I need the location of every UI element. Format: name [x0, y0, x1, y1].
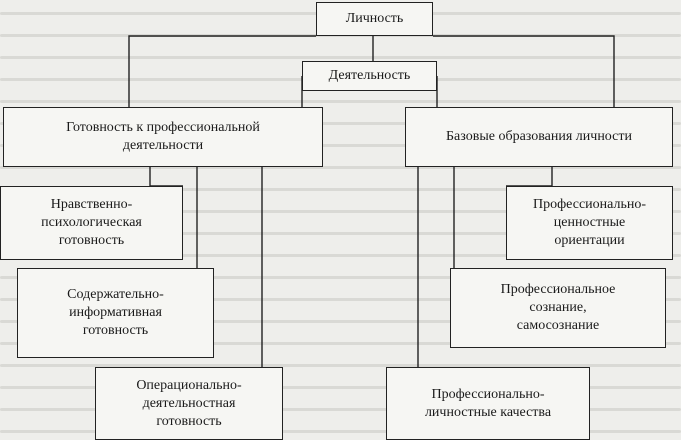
node-base-formations: Базовые образования личности [405, 107, 673, 167]
node-moral-psych: Нравственно- психологическая готовность [0, 186, 183, 260]
node-personality: Личность [316, 2, 433, 36]
node-activity: Деятельность [302, 61, 437, 91]
node-personal-qualities: Профессионально- личностные качества [386, 367, 590, 440]
node-prof-consciousness: Профессиональное сознание, самосознание [450, 268, 666, 348]
connector-personality-readiness [128, 35, 316, 107]
node-readiness: Готовность к профессиональной деятельнос… [3, 107, 323, 167]
node-content-info: Содержательно- информативная готовность [17, 268, 214, 358]
node-value-orient: Профессионально- ценностные ориентации [506, 186, 673, 260]
node-operational: Операционально- деятельностная готовност… [95, 367, 283, 440]
connector-base-value [506, 167, 553, 187]
connector-readiness-moral [149, 167, 183, 187]
connector-personality-base [433, 35, 615, 107]
